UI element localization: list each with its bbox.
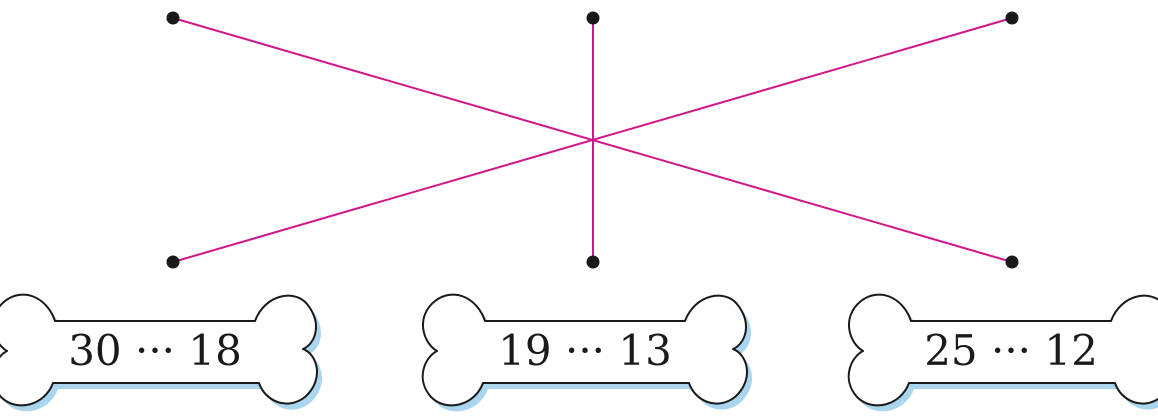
bone-expression: 25 ··· 12 — [924, 326, 1098, 375]
top-dot-2[interactable] — [587, 12, 600, 25]
top-dot-3[interactable] — [1006, 12, 1019, 25]
bottom-dot-1[interactable] — [167, 256, 180, 269]
bone-expression: 19 ··· 13 — [498, 326, 672, 375]
bottom-dot-3[interactable] — [1006, 256, 1019, 269]
bone-card-1: 30 ··· 18 — [0, 295, 322, 412]
connection-lines — [173, 18, 1012, 262]
bone-expression: 30 ··· 18 — [68, 326, 242, 375]
bone-card-3: 25 ··· 12 — [849, 295, 1158, 412]
bottom-dot-2[interactable] — [587, 256, 600, 269]
bone-card-2: 19 ··· 13 — [423, 295, 752, 412]
top-dot-1[interactable] — [167, 12, 180, 25]
bones-row: 30 ··· 18 19 ··· 13 25 ··· 12 — [0, 295, 1158, 412]
